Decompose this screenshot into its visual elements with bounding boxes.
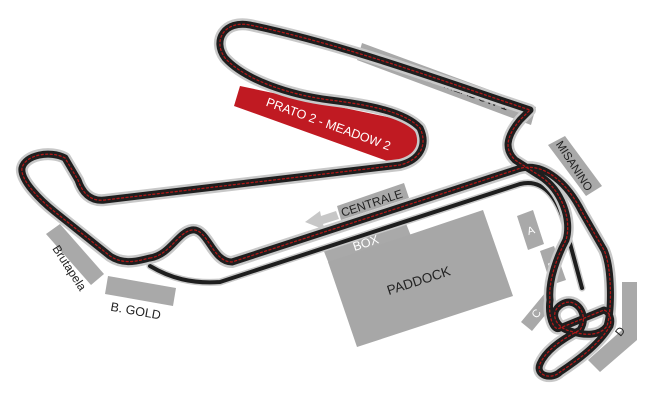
zone-centrale-shape <box>337 183 409 220</box>
zone-d[interactable]: D <box>588 282 637 372</box>
zone-a-label: A <box>526 224 537 238</box>
zone-brutapela-shape <box>46 224 104 285</box>
zone-a-shape <box>517 210 544 250</box>
arrow-left-icon <box>305 211 339 230</box>
zone-paddock-shape <box>328 210 513 347</box>
track-stripe <box>21 23 612 377</box>
zone-a[interactable]: A <box>517 210 544 250</box>
zone-b-gold-label: B. GOLD <box>110 300 162 323</box>
zone-misanino-shape <box>548 136 602 196</box>
race-track <box>16 18 617 383</box>
zone-b-gold-shape <box>105 276 176 306</box>
zone-d-shape <box>588 282 637 372</box>
zone-box-shape <box>323 221 411 264</box>
zone-prato-2-shape <box>234 86 418 162</box>
zone-paddock[interactable]: PADDOCK <box>328 210 513 347</box>
zone-b-gold[interactable]: B. GOLD <box>105 276 176 322</box>
track-surface <box>18 20 615 380</box>
